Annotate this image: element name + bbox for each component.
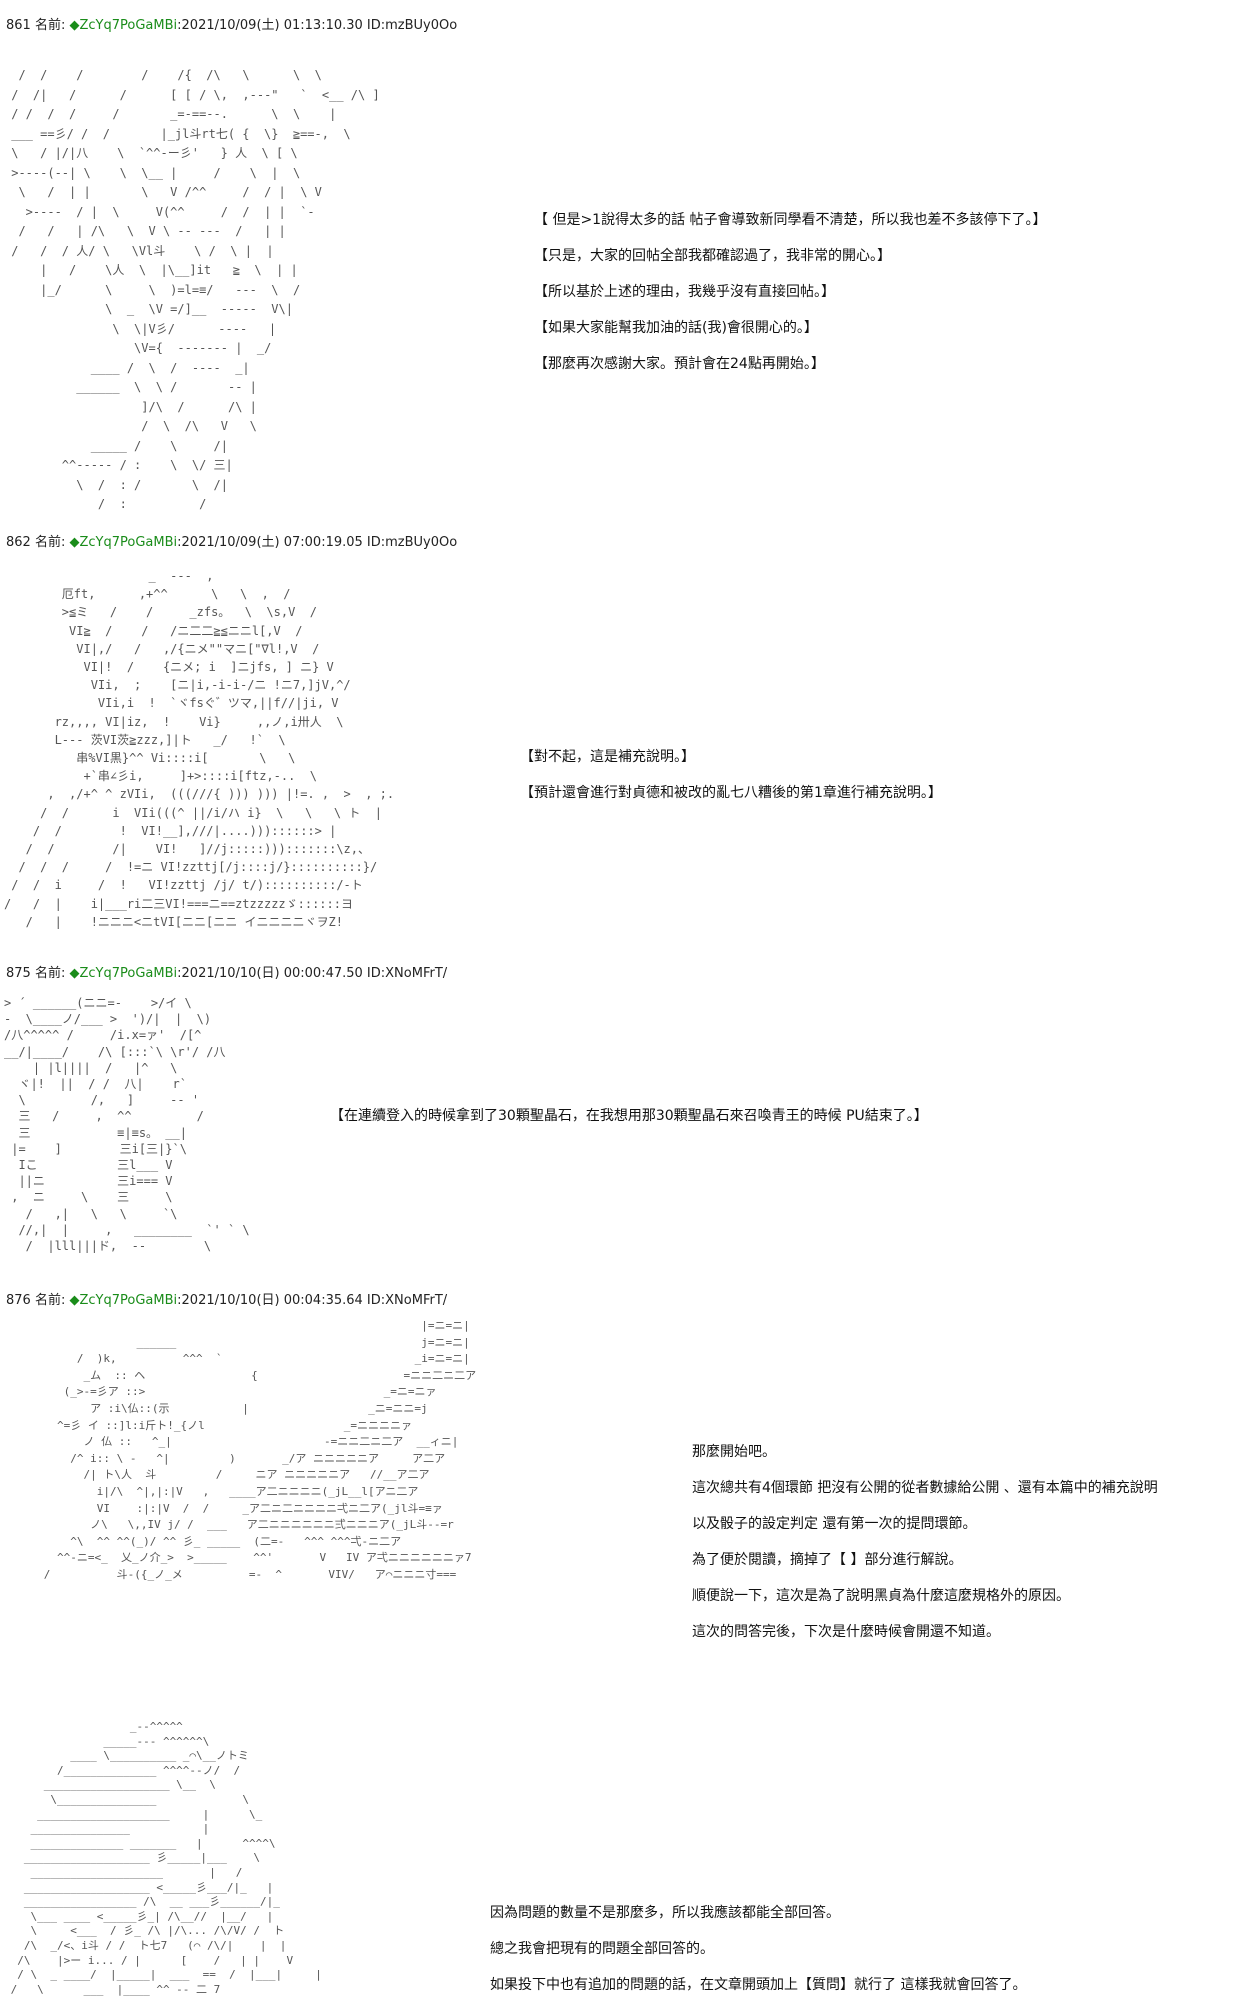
post-line: 這次的問答完後，下次是什麼時候會開還不知道。 — [692, 1624, 1000, 1640]
tripcode[interactable]: ◆ZcYq7PoGaMBi — [69, 966, 178, 981]
name-label: 名前: — [34, 535, 66, 550]
post-header: 862 名前: ◆ZcYq7PoGaMBi:2021/10/09(土) 07:0… — [6, 535, 457, 551]
tripcode[interactable]: ◆ZcYq7PoGaMBi — [69, 535, 178, 550]
name-label: 名前: — [34, 1293, 66, 1308]
post-line: 為了便於閱讀，摘掉了【 】部分進行解說。 — [692, 1552, 963, 1568]
name-label: 名前: — [34, 966, 66, 981]
post-body: 【在連續登入的時候拿到了30顆聖晶石，在我想用那30顆聖晶石來召喚青王的時候 P… — [330, 1098, 928, 1134]
ascii-art: _ --- , 厄ft, ,+^^ \ \ , / >≦ミ / / _zfs。 … — [4, 569, 395, 929]
post-datetime: :2021/10/10(日) 00:00:47.50 ID:XNoMFrT/ — [177, 966, 448, 981]
post-line: 【對不起，這是補充說明。】 — [520, 749, 695, 765]
post-number: 875 — [6, 966, 31, 981]
post-line: 【只是，大家的回帖全部我都確認過了，我非常的開心。】 — [534, 248, 891, 264]
post-line: 因為問題的數量不是那麼多，所以我應該都能全部回答。 — [490, 1905, 840, 1921]
post-line: 這次總共有4個環節 把沒有公開的從者數據給公開 、還有本篇中的補充說明 — [692, 1480, 1158, 1496]
post-datetime: :2021/10/09(土) 07:00:19.05 ID:mzBUy0Oo — [177, 535, 458, 550]
post-body: 【 但是>1說得太多的話 帖子會導致新同學看不清楚，所以我也差不多該停下了。】 … — [534, 202, 1047, 382]
post-line: 【所以基於上述的理由，我幾乎沒有直接回帖。】 — [534, 284, 835, 300]
post-line: 總之我會把現有的問題全部回答的。 — [490, 1941, 714, 1957]
post-line: 【如果大家能幫我加油的話(我)會很開心的。】 — [534, 320, 818, 336]
tripcode[interactable]: ◆ZcYq7PoGaMBi — [69, 1293, 178, 1308]
post-line: 【 但是>1說得太多的話 帖子會導致新同學看不清楚，所以我也差不多該停下了。】 — [534, 212, 1047, 228]
post-body: 【對不起，這是補充說明。】 【預計還會進行對貞德和被改的亂七八糟後的第1章進行補… — [520, 739, 942, 811]
post-line: 【在連續登入的時候拿到了30顆聖晶石，在我想用那30顆聖晶石來召喚青王的時候 P… — [330, 1108, 928, 1124]
post-datetime: :2021/10/10(日) 00:04:35.64 ID:XNoMFrT/ — [177, 1293, 448, 1308]
post-862: 862 名前: ◆ZcYq7PoGaMBi:2021/10/09(土) 07:0… — [0, 525, 1251, 955]
ascii-art: / / / / /{ /\ \ \ \ / /| / / [ [ / \, ,-… — [11, 68, 380, 511]
post-header: 875 名前: ◆ZcYq7PoGaMBi:2021/10/10(日) 00:0… — [6, 966, 447, 982]
ascii-art: _--^^^^^ _____--- ^^^^^^\ ____ \________… — [10, 1720, 322, 1996]
post-header: 876 名前: ◆ZcYq7PoGaMBi:2021/10/10(日) 00:0… — [6, 1293, 447, 1309]
post-875: 875 名前: ◆ZcYq7PoGaMBi:2021/10/10(日) 00:0… — [0, 955, 1251, 1260]
post-line: 那麼開始吧。 — [692, 1444, 776, 1460]
post-number: 876 — [6, 1293, 31, 1308]
post-datetime: :2021/10/09(土) 01:13:10.30 ID:mzBUy0Oo — [177, 18, 458, 33]
tripcode[interactable]: ◆ZcYq7PoGaMBi — [69, 18, 178, 33]
ascii-art: > ´ ______(ニニ=- >/イ \ - \____ノ/___ > ')/… — [4, 996, 250, 1254]
post-line: 如果投下中也有追加的問題的話，在文章開頭加上【質問】就行了 這樣我就會回答了。 — [490, 1977, 1027, 1993]
name-label: 名前: — [34, 18, 66, 33]
post-header: 861 名前: ◆ZcYq7PoGaMBi:2021/10/09(土) 01:1… — [6, 18, 457, 34]
post-line: 順便說一下，這次是為了說明黑貞為什麼這麼規格外的原因。 — [692, 1588, 1070, 1604]
post-line: 【預計還會進行對貞德和被改的亂七八糟後的第1章進行補充說明。】 — [520, 785, 942, 801]
post-line: 以及骰子的設定判定 還有第一次的提問環節。 — [692, 1516, 977, 1532]
post-body: 因為問題的數量不是那麼多，所以我應該都能全部回答。 總之我會把現有的問題全部回答… — [490, 1895, 1026, 2003]
post-body: 那麼開始吧。 這次總共有4個環節 把沒有公開的從者數據給公開 、還有本篇中的補充… — [692, 1434, 1158, 1650]
post-876-continued: _--^^^^^ _____--- ^^^^^^\ ____ \________… — [0, 1700, 1251, 2000]
post-number: 861 — [6, 18, 31, 33]
post-number: 862 — [6, 535, 31, 550]
post-876: 876 名前: ◆ZcYq7PoGaMBi:2021/10/10(日) 00:0… — [0, 1260, 1251, 2000]
post-861: 861 名前: ◆ZcYq7PoGaMBi:2021/10/09(土) 01:1… — [0, 0, 1251, 525]
post-line: 【那麼再次感謝大家。預計會在24點再開始。】 — [534, 356, 825, 372]
ascii-art: |=ニ=ニ| ______ j=ニ=ニ| / )k, ^^^ ` _i=ニ=ニ|… — [43, 1319, 477, 1581]
